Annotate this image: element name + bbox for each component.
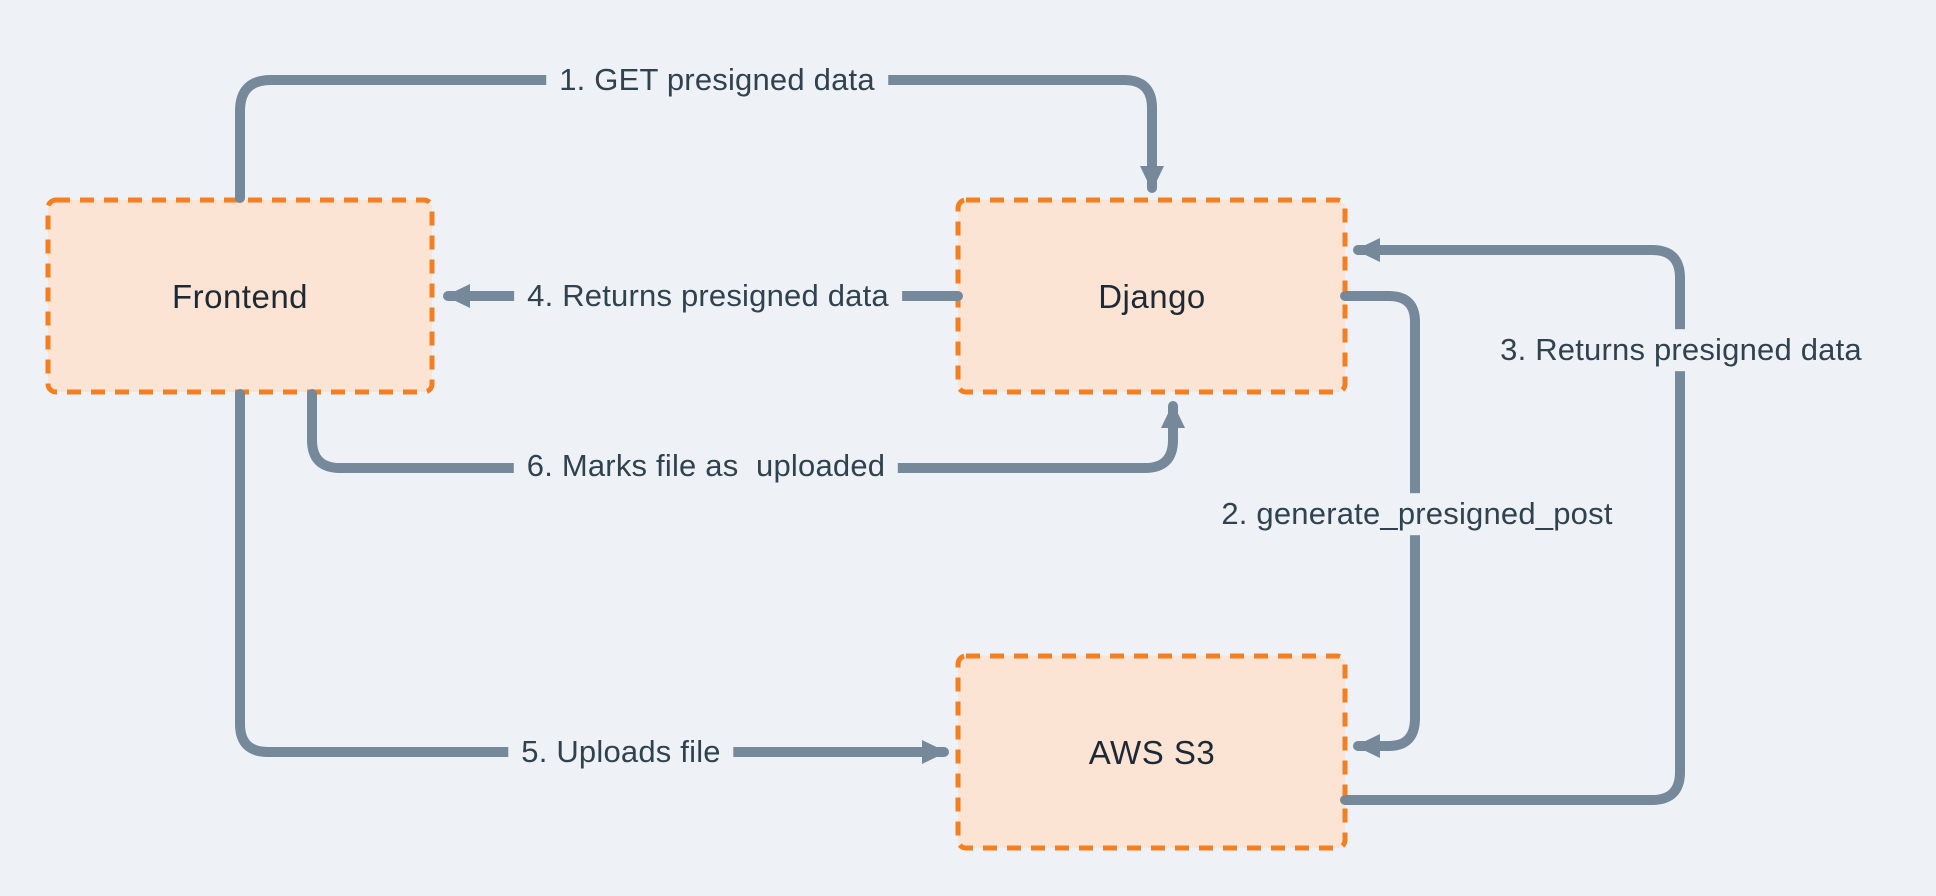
- frontend-label: Frontend: [171, 278, 309, 316]
- edge-3-returns-presigned-data-arrow: [1340, 238, 1685, 805]
- aws-s3-label: AWS S3: [1088, 734, 1216, 772]
- edge-3-label: 3. Returns presigned data: [1487, 329, 1875, 371]
- aws-s3-box: [955, 653, 1348, 851]
- edge-6-label: 6. Marks file as uploaded: [513, 445, 899, 487]
- django-label: Django: [1098, 278, 1206, 316]
- edge-5-uploads-file-arrow: [235, 389, 949, 764]
- edge-2-label: 2. generate_presigned_post: [1208, 493, 1626, 535]
- edge-4-label: 4. Returns presigned data: [514, 275, 902, 317]
- edge-5-label: 5. Uploads file: [508, 731, 734, 773]
- edge-1-label: 1. GET presigned data: [546, 59, 888, 101]
